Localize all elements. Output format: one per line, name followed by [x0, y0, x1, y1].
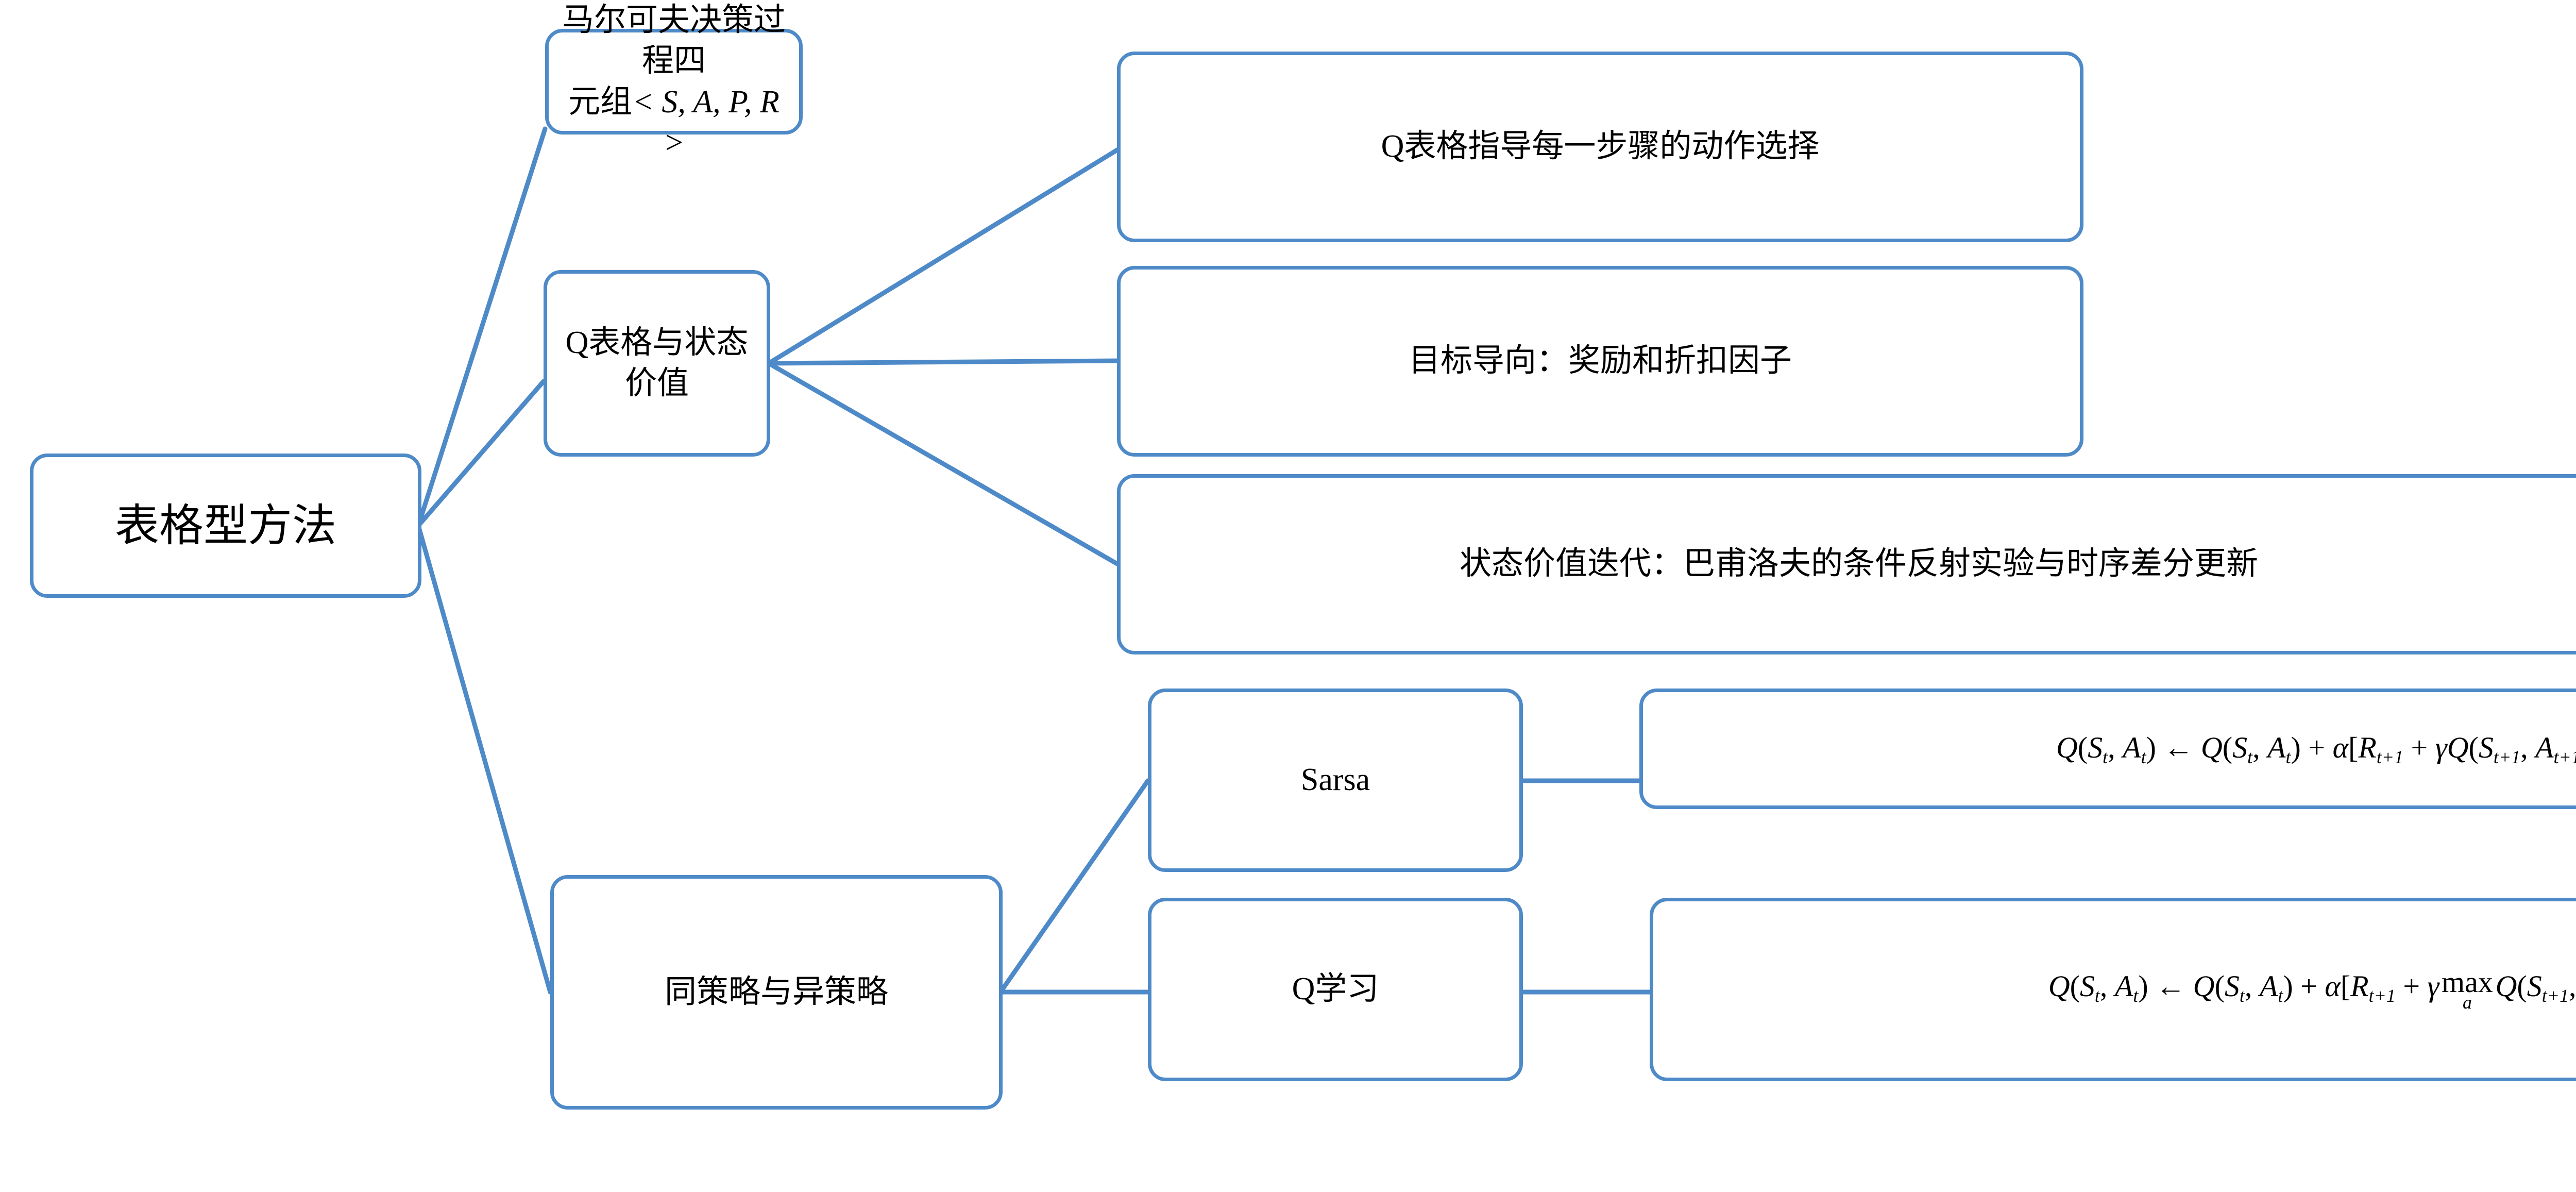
node-qtable-child2[interactable]: 目标导向：奖励和折扣因子	[1117, 266, 2083, 457]
node-mdp-line2-cjk: 元组	[568, 84, 633, 120]
edge-root-qtable	[416, 379, 546, 528]
node-root-label: 表格型方法	[115, 500, 336, 550]
node-mdp[interactable]: 马尔可夫决策过程四 元组< S, A, P, R >	[545, 3, 803, 160]
node-qlearning[interactable]: Q学习	[1148, 898, 1523, 1081]
node-qtable-child3-label: 状态价值迭代：巴甫洛夫的条件反射实验与时序差分更新	[1459, 546, 2258, 582]
node-policy[interactable]: 同策略与异策略	[550, 875, 1003, 1110]
node-qtable[interactable]: Q表格与状态价值	[544, 270, 770, 457]
node-mdp-line1: 马尔可夫决策过程四	[562, 2, 786, 79]
node-sarsa[interactable]: Sarsa	[1148, 689, 1523, 872]
node-qtable-label: Q表格与状态价值	[565, 325, 749, 401]
node-qtable-child2-label: 目标导向：奖励和折扣因子	[1408, 343, 1792, 379]
node-policy-label: 同策略与异策略	[664, 974, 888, 1010]
node-qlearning-label: Q学习	[1292, 971, 1379, 1007]
node-qtable-child1[interactable]: Q表格指导每一步骤的动作选择	[1117, 52, 2083, 242]
node-sarsa-label: Sarsa	[1300, 762, 1370, 798]
edge-root-policy	[416, 523, 553, 995]
edge-root-mdp	[416, 126, 548, 528]
sarsa-formula-expression: Q(St, At) ← Q(St, At) + α[Rt+1 + γQ(St+1…	[2056, 731, 2576, 767]
node-sarsa-formula[interactable]: Q(St, At) ← Q(St, At) + α[Rt+1 + γQ(St+1…	[1639, 689, 2576, 809]
node-root[interactable]: 表格型方法	[30, 454, 421, 598]
edge-qtable-child1	[766, 147, 1121, 366]
node-mdp-line2-math: < S, A, P, R >	[632, 84, 779, 160]
edge-qtable-child2	[766, 358, 1121, 366]
edge-policy-sarsa	[998, 778, 1150, 995]
node-qtable-child3[interactable]: 状态价值迭代：巴甫洛夫的条件反射实验与时序差分更新	[1117, 474, 2576, 654]
node-qtable-child1-label: Q表格指导每一步骤的动作选择	[1381, 129, 1820, 164]
edge-qtable-child3	[766, 361, 1121, 567]
node-mdp-label: 马尔可夫决策过程四 元组< S, A, P, R >	[562, 0, 786, 163]
